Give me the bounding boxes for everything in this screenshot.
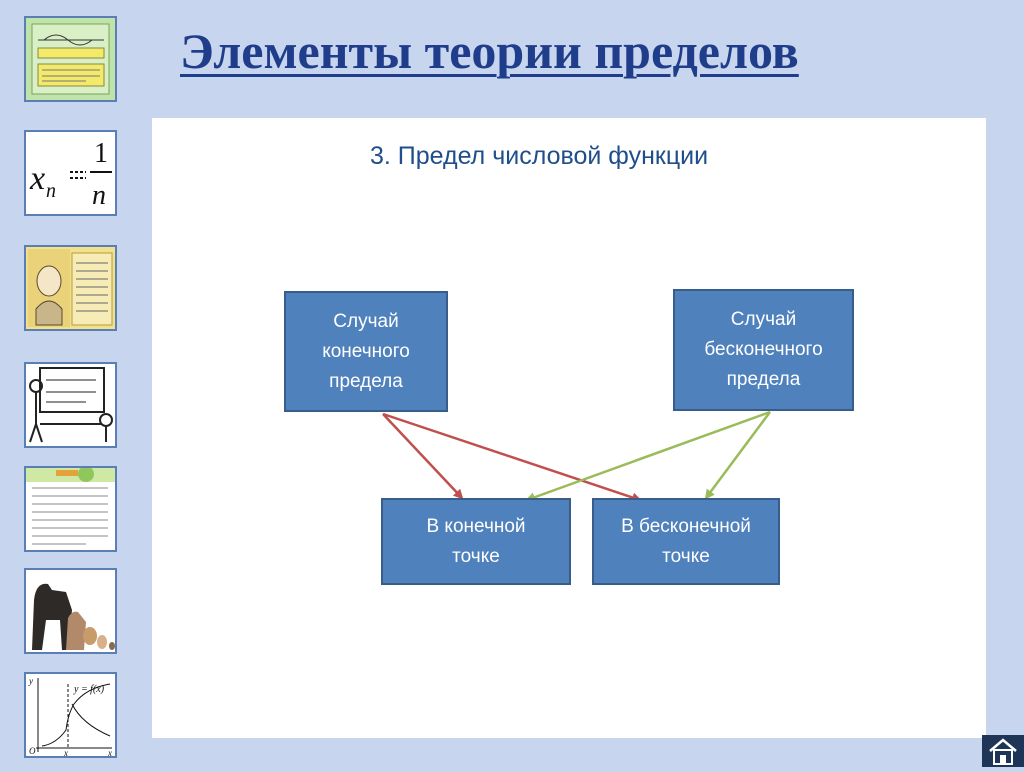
curve-label: y = f(x) [73,684,105,695]
formula-denominator: n [92,180,106,211]
thumbnail-cartoon-image [26,364,115,446]
thumbnail-slide-function-graph[interactable]: y = f(x) O x x y [24,672,117,758]
thumbnail-function-graph-image: y = f(x) O x x y [26,674,115,756]
node-infinite-limit: Случай бесконечного предела [673,289,854,411]
thumbnail-portrait-image [26,247,115,329]
origin-label: O [29,746,36,756]
formula-sub-n: n [46,180,56,202]
home-button[interactable] [982,735,1024,767]
page-title: Элементы теории пределов [180,22,799,80]
formula-numerator: 1 [94,138,108,169]
content-panel [152,118,986,738]
node-at-finite-point-label: В конечной точке [426,512,525,572]
thumbnail-slide-dogs[interactable] [24,568,117,654]
y-axis-label: y [28,676,33,686]
thumbnail-slide-graph[interactable] [24,16,117,102]
thumbnail-graph-image [26,18,115,100]
x0-label: x [63,748,68,756]
section-subtitle: 3. Предел числовой функции [370,142,708,171]
thumbnail-slide-formula[interactable]: x n 1 n [24,130,117,216]
formula-x: x [29,160,45,197]
thumbnail-slide-text[interactable] [24,466,117,552]
x-axis-label: x [107,748,112,756]
node-finite-limit: Случай конечного предела [284,291,448,412]
thumbnail-text-image [26,468,115,550]
node-at-finite-point: В конечной точке [381,498,571,585]
thumbnail-slide-portrait[interactable] [24,245,117,331]
node-at-infinite-point: В бесконечной точке [592,498,780,585]
node-at-infinite-point-label: В бесконечной точке [621,512,751,572]
thumbnail-dogs-image [26,570,115,652]
thumbnail-slide-cartoon[interactable] [24,362,117,448]
home-icon [982,735,1024,767]
node-infinite-limit-label: Случай бесконечного предела [704,305,822,395]
thumbnail-formula-image: x n 1 n [26,132,115,214]
node-finite-limit-label: Случай конечного предела [322,307,410,397]
